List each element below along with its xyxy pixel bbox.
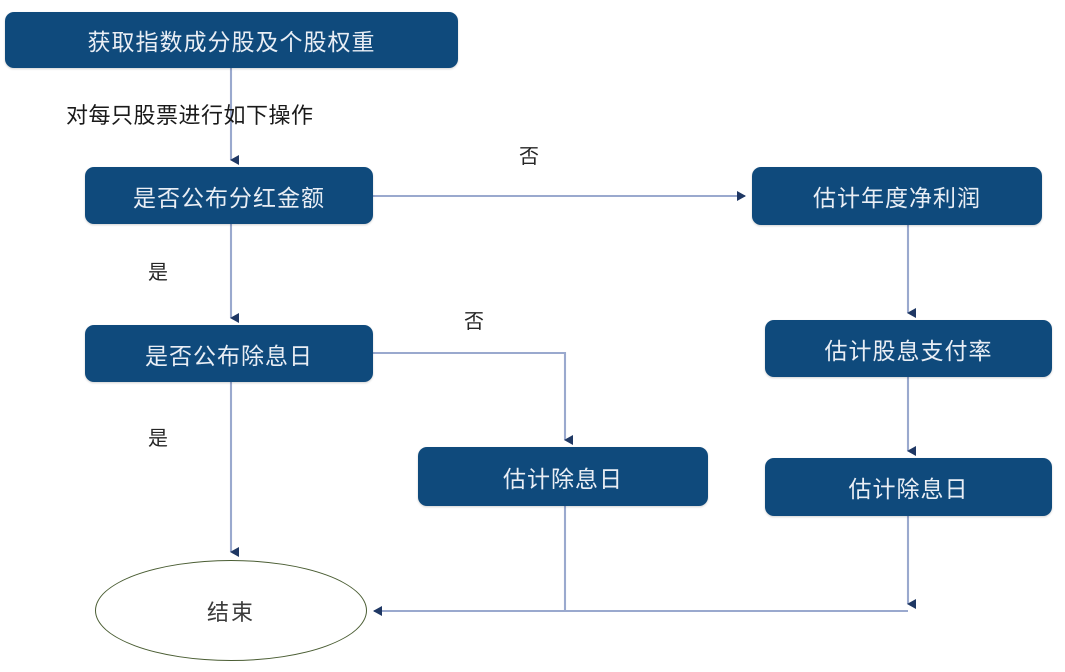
node-estimate-exdate-right-label: 估计除息日 (848, 477, 969, 503)
node-estimate-exdate-middle-label: 估计除息日 (503, 466, 623, 493)
node-end-label: 结束 (206, 600, 255, 626)
loop-note-label: 对每只股票进行如下操作 (66, 104, 314, 129)
node-start[interactable]: 获取指数成分股及个股权重 (5, 12, 458, 68)
node-estimate-exdate-middle[interactable]: 估计除息日 (418, 447, 708, 506)
edge-label-yes-exdate: 是 (148, 426, 168, 450)
node-start-label: 获取指数成分股及个股权重 (87, 30, 376, 56)
node-end[interactable]: 结束 (95, 560, 367, 661)
node-decision-dividend-amount[interactable]: 是否公布分红金额 (85, 167, 373, 224)
edge-label-yes-dividend: 是 (148, 260, 168, 284)
node-estimate-net-profit-label: 估计年度净利润 (813, 186, 981, 212)
node-estimate-payout-ratio-label: 估计股息支付率 (824, 338, 993, 365)
node-estimate-net-profit[interactable]: 估计年度净利润 (752, 167, 1042, 225)
node-decision-dividend-amount-label: 是否公布分红金额 (133, 185, 325, 212)
node-decision-exdate-label: 是否公布除息日 (145, 343, 313, 370)
node-estimate-exdate-right[interactable]: 估计除息日 (765, 458, 1052, 516)
edge-label-no-dividend: 否 (519, 144, 539, 168)
node-decision-exdate[interactable]: 是否公布除息日 (85, 325, 373, 382)
edge-label-no-exdate: 否 (464, 309, 484, 333)
node-estimate-payout-ratio[interactable]: 估计股息支付率 (765, 320, 1052, 377)
edge-exdate-no-to-estimate (373, 351, 573, 445)
